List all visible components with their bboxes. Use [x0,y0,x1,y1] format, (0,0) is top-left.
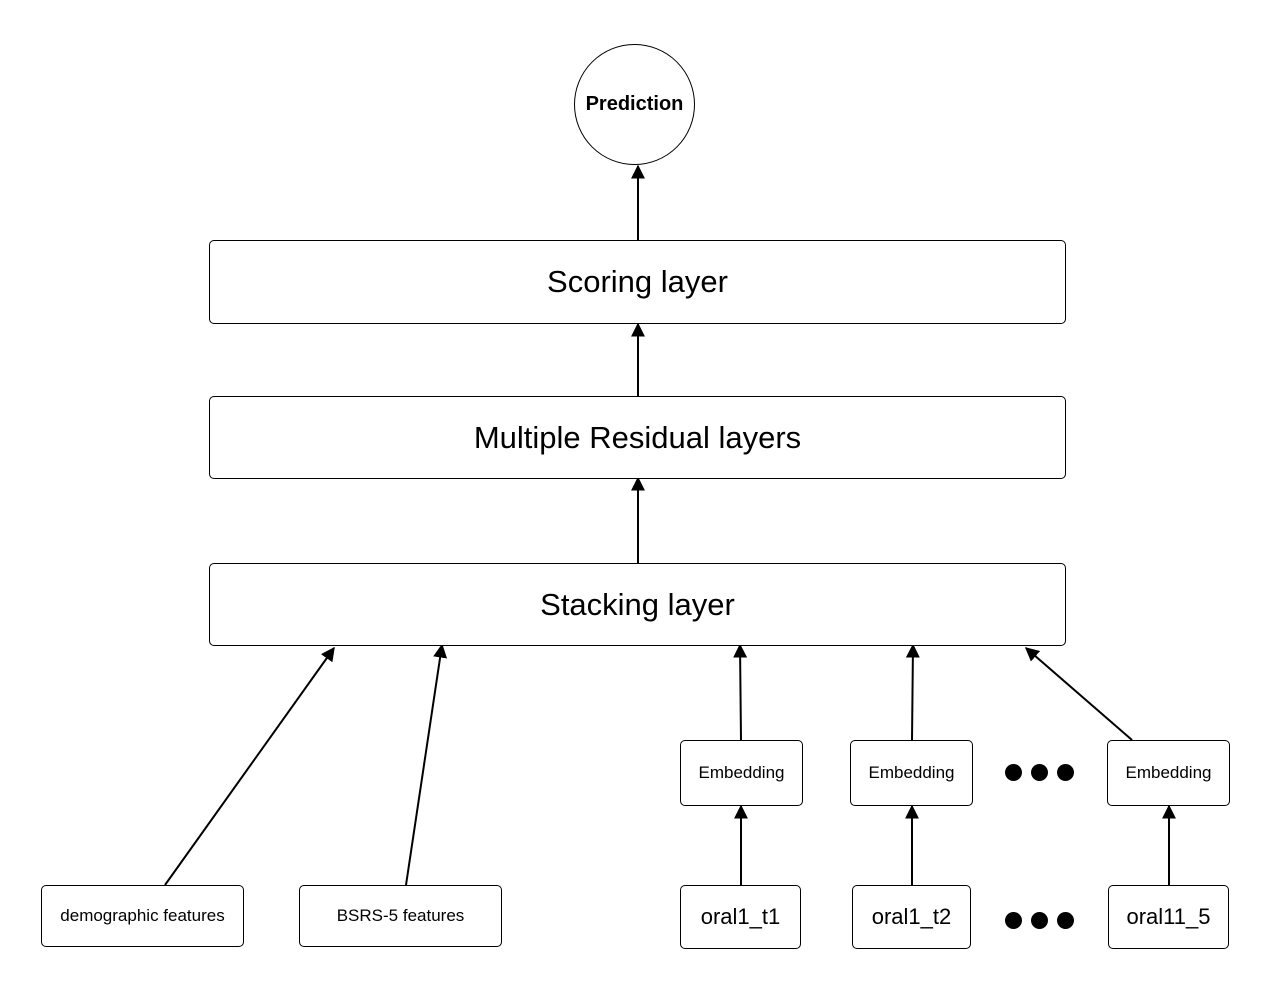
arrow-demographic-to-stacking [164,646,335,886]
oral-input-label-2: oral1_t2 [871,904,952,929]
ellipsis-embeddings [1005,764,1074,781]
scoring-layer-label: Scoring layer [547,264,728,299]
prediction-label: Prediction [585,93,684,115]
scoring-layer-box: Scoring layer [209,240,1066,324]
ellipsis-dot [1057,912,1074,929]
arrow-embedding3-to-stacking [1024,647,1133,741]
demographic-features-label: demographic features [60,906,225,925]
ellipsis-dot [1031,912,1048,929]
demographic-features-box: demographic features [41,885,244,947]
bsrs-features-box: BSRS-5 features [299,885,502,947]
stacking-layer-label: Stacking layer [540,586,735,622]
ellipsis-dot [1005,912,1022,929]
ellipsis-inputs [1005,912,1074,929]
ellipsis-dot [1031,764,1048,781]
arrow-embedding1-to-stacking [733,643,748,741]
oral-input-label-1: oral1_t1 [700,904,781,929]
ellipsis-dot [1005,764,1022,781]
embedding-box-2: Embedding [850,740,973,806]
embedding-label: Embedding [868,763,955,782]
prediction-node: Prediction [574,44,695,165]
oral-input-box-1: oral1_t1 [680,885,801,949]
embedding-box-3: Embedding [1107,740,1230,806]
ellipsis-dot [1057,764,1074,781]
oral-input-label-3: oral11_5 [1126,904,1211,929]
oral-input-box-2: oral1_t2 [852,885,971,949]
arrow-embedding2-to-stacking [905,643,920,741]
residual-layers-label: Multiple Residual layers [473,419,802,455]
embedding-label: Embedding [698,763,785,782]
residual-layers-box: Multiple Residual layers [209,396,1066,479]
embedding-box-1: Embedding [680,740,803,806]
stacking-layer-box: Stacking layer [209,563,1066,646]
bsrs-features-label: BSRS-5 features [336,906,465,925]
arrow-bsrs-to-stacking [405,643,448,886]
embedding-label: Embedding [1125,763,1212,782]
oral-input-box-3: oral11_5 [1108,885,1229,949]
